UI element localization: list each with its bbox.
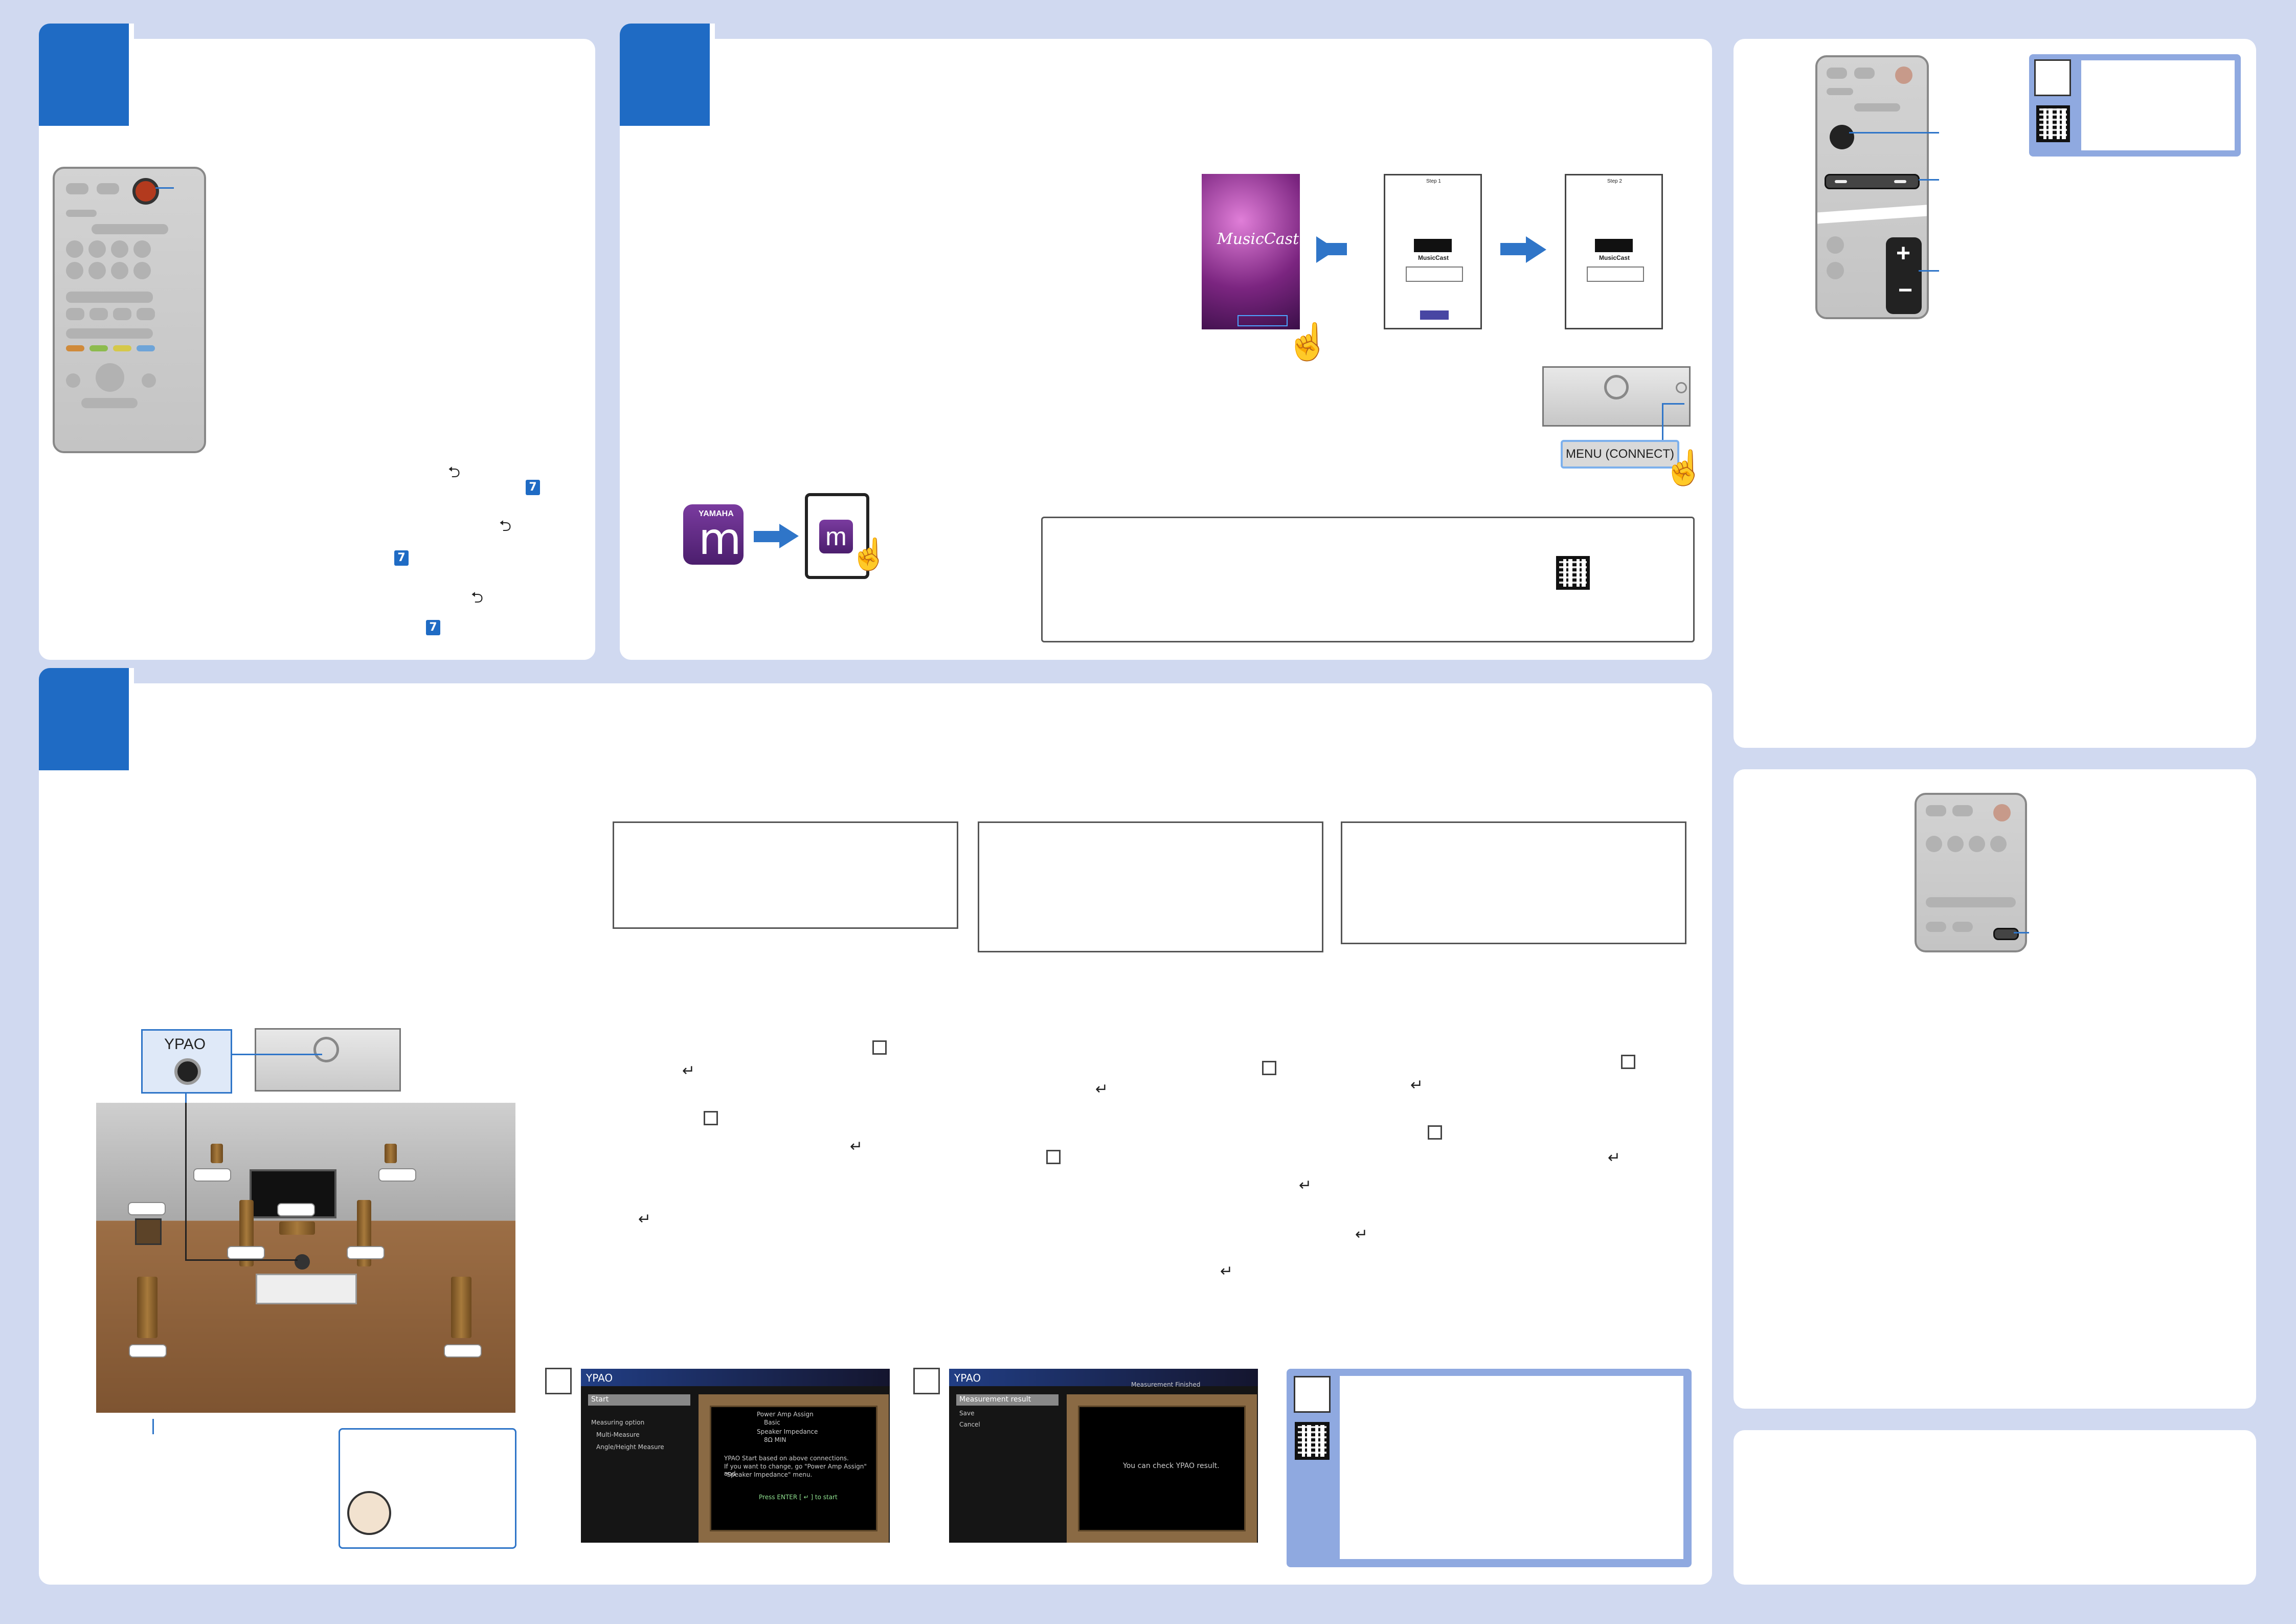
listening-room bbox=[96, 1103, 515, 1413]
menu-item-start[interactable]: Start bbox=[588, 1394, 690, 1406]
enter-icon: ↵ bbox=[1220, 1262, 1233, 1280]
volume-up-icon: + bbox=[1896, 240, 1911, 267]
remote-control bbox=[53, 167, 206, 453]
speaker-presence-left bbox=[211, 1144, 223, 1163]
sofa bbox=[256, 1274, 357, 1304]
volume-knob bbox=[1604, 375, 1629, 399]
enter-icon: ↵ bbox=[850, 1138, 863, 1155]
note-box bbox=[978, 821, 1323, 952]
volume-down-icon: − bbox=[1898, 277, 1913, 304]
flow-arrow-shaft bbox=[754, 531, 780, 542]
person-with-tripod-icon bbox=[347, 1491, 391, 1535]
note-box bbox=[1341, 821, 1686, 944]
ypao-jack: YPAO bbox=[141, 1029, 232, 1094]
screen-marker bbox=[913, 1368, 940, 1394]
step-badge-3 bbox=[39, 668, 134, 775]
enter-icon: ↵ bbox=[1608, 1149, 1621, 1167]
note-box bbox=[613, 821, 958, 929]
manual-download-icon bbox=[1294, 1376, 1331, 1413]
return-icon: ⮌ bbox=[448, 463, 461, 481]
setup-button[interactable] bbox=[1237, 315, 1288, 326]
app-splash-screen: MusicCast bbox=[1202, 174, 1300, 329]
step-7-icon: 7 bbox=[526, 480, 540, 495]
musiccast-device-graphic bbox=[1414, 239, 1452, 252]
enter-icon: ↵ bbox=[1410, 1076, 1424, 1094]
av-receiver bbox=[255, 1028, 401, 1092]
manual-download-icon bbox=[2034, 59, 2071, 96]
remote-control bbox=[1915, 793, 2027, 952]
note-box bbox=[1041, 517, 1695, 642]
volume-buttons[interactable] bbox=[1886, 237, 1922, 314]
remote-control: + − bbox=[1815, 55, 1929, 319]
tv-screen bbox=[250, 1169, 336, 1218]
speaker-presence-right bbox=[385, 1144, 397, 1163]
panel-remote-volume: + − bbox=[1734, 39, 2256, 748]
app-step1-screen: Step 1 MusicCast bbox=[1384, 174, 1482, 329]
tablet-device: m bbox=[805, 493, 869, 579]
enter-icon: ↵ bbox=[1355, 1226, 1368, 1243]
qr-code bbox=[1556, 556, 1590, 590]
app-splash-title: MusicCast bbox=[1217, 230, 1299, 248]
tap-hand-icon: ☝ bbox=[850, 537, 888, 571]
ypao-start-screen: YPAO Start Measuring option Multi-Measur… bbox=[581, 1369, 890, 1543]
tap-hand-icon: ☝ bbox=[1286, 322, 1331, 362]
ypao-result-screen: YPAO Measurement Finished Measurement re… bbox=[949, 1369, 1258, 1543]
panel-ypao: ↵ ↵ ↵ ↵ ↵ ↵ ↵ ↵ ↵ YPAO bbox=[39, 668, 1712, 1585]
musiccast-app-icon: YAMAHA m bbox=[683, 504, 744, 565]
subwoofer bbox=[135, 1218, 162, 1245]
step-7-icon: 7 bbox=[394, 550, 409, 566]
speaker-surround-left bbox=[137, 1277, 157, 1338]
flow-arrow bbox=[779, 524, 799, 548]
return-icon: ⮌ bbox=[499, 517, 512, 535]
flow-arrow bbox=[1526, 236, 1546, 263]
av-receiver bbox=[1542, 366, 1691, 427]
tip-box bbox=[339, 1428, 516, 1549]
menu-item-result[interactable]: Measurement result bbox=[956, 1394, 1059, 1406]
tap-hand-icon: ☝ bbox=[1663, 449, 1705, 486]
power-button[interactable] bbox=[132, 178, 159, 205]
musiccast-device-graphic bbox=[1595, 239, 1633, 252]
qr-code bbox=[1295, 1422, 1330, 1460]
speaker-surround-right bbox=[451, 1277, 471, 1338]
enter-icon: ↵ bbox=[1095, 1080, 1109, 1098]
info-box bbox=[2029, 54, 2241, 157]
next-button[interactable] bbox=[1420, 310, 1449, 320]
app-step2-screen: Step 2 MusicCast bbox=[1565, 174, 1663, 329]
panel-notes bbox=[1734, 1430, 2256, 1585]
flow-arrow-shaft bbox=[1500, 243, 1527, 255]
qr-code bbox=[2036, 105, 2070, 142]
enter-icon: ↵ bbox=[682, 1062, 695, 1080]
menu-connect-button[interactable]: MENU (CONNECT) bbox=[1561, 440, 1679, 469]
info-box bbox=[1287, 1369, 1692, 1567]
panel-remote-option bbox=[1734, 769, 2256, 1409]
panel-musiccast-setup: MusicCast ☝ Step 1 MusicCast Step 2 Musi… bbox=[620, 24, 1712, 660]
ypao-microphone bbox=[295, 1254, 310, 1270]
enter-icon: ↵ bbox=[638, 1210, 651, 1228]
step-badge-1 bbox=[39, 24, 134, 131]
setup-button[interactable] bbox=[1830, 125, 1854, 149]
flow-arrow-shaft bbox=[1320, 243, 1347, 255]
panel-remote-setup: ⮌ 7 ⮌ 7 ⮌ 7 bbox=[39, 24, 595, 660]
step-badge-2 bbox=[620, 24, 715, 131]
option-button[interactable] bbox=[1993, 928, 2019, 940]
screen-marker bbox=[545, 1368, 572, 1394]
speaker-center bbox=[279, 1221, 315, 1235]
enter-icon: ↵ bbox=[1299, 1176, 1312, 1194]
return-icon: ⮌ bbox=[471, 589, 484, 607]
step-7-icon: 7 bbox=[426, 620, 440, 635]
power-callout-line bbox=[155, 187, 174, 189]
